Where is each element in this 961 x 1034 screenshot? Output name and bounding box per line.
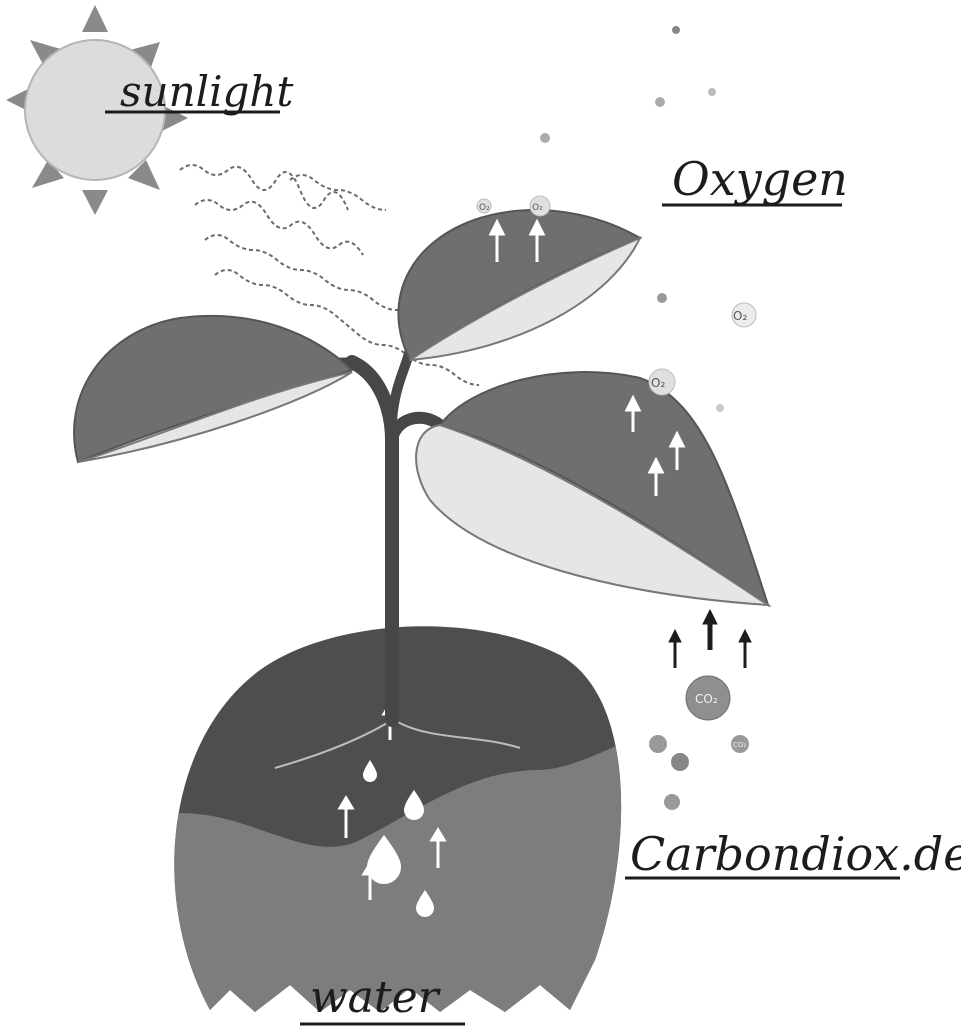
co2-arrows (669, 610, 751, 668)
sunlight-label: sunlight (120, 67, 293, 116)
label-sunlight: sunlight (105, 67, 293, 116)
o2-bubble-label-large: O₂ (733, 309, 747, 323)
gas-bubble-icon: CO₂ CO₂ (649, 676, 749, 810)
soil-cross-section (140, 600, 660, 1030)
left-leaf (74, 316, 352, 462)
o2-bubble-label-left: O₂ (479, 203, 490, 213)
o2-bubble-label-leaf: O₂ (651, 376, 665, 390)
co2-bubble-label-small: CO₂ (733, 741, 746, 749)
o2-bubble-label-right: O₂ (532, 203, 543, 213)
label-carbondioxide: Carbondiox.de (625, 827, 961, 881)
top-leaf (398, 210, 640, 360)
oxygen-label: Oxygen (672, 152, 848, 206)
carbondioxide-label: Carbondiox.de (630, 827, 961, 881)
co2-bubble-label-large: CO₂ (695, 692, 718, 706)
label-oxygen: Oxygen (662, 152, 848, 206)
water-label: water (310, 972, 442, 1023)
right-leaf (416, 372, 768, 605)
